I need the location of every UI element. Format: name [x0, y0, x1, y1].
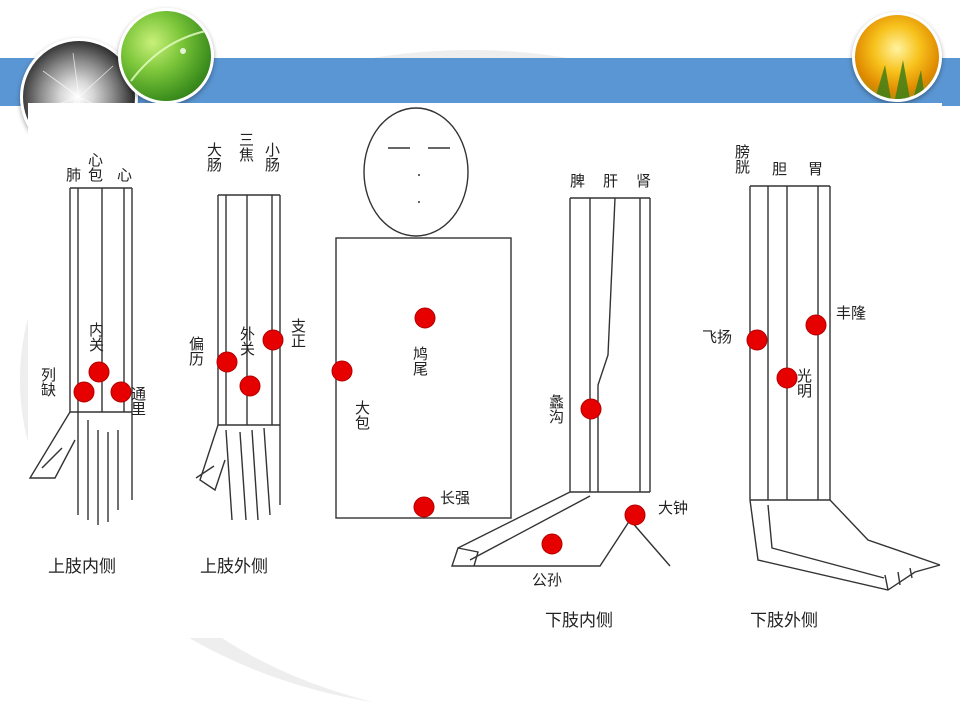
acupoint-gongsun: [541, 533, 563, 555]
acupoint-pianli: [216, 351, 238, 373]
yellow-flower-image: [852, 12, 942, 102]
label-neiguan: 内关: [87, 322, 105, 352]
lower-outer-figure: [749, 185, 941, 591]
acupoint-ligou: [580, 398, 602, 420]
acupoint-feiyang: [746, 329, 768, 351]
acupoint-dazhong: [624, 504, 646, 526]
acupoint-jiuwei: [414, 307, 436, 329]
lower-inner-meridian-kidney: 肾: [636, 172, 651, 190]
upper-inner-meridian-heart: 心: [117, 166, 132, 184]
label-waiguan: 外关: [238, 326, 256, 356]
label-pianli: 偏历: [187, 336, 205, 367]
caption-lower-inner: 下肢内侧: [545, 611, 613, 631]
caption-upper-outer: 上肢外侧: [200, 557, 268, 577]
upper-outer-meridian-large-intestine: 大肠: [205, 142, 223, 173]
label-jiuwei: 鸠尾: [411, 346, 429, 377]
label-guangming: 光明: [795, 368, 813, 399]
upper-outer-meridian-sanjiao: 三焦: [237, 132, 255, 162]
label-fenglong: 丰隆: [836, 304, 866, 322]
acupoint-zhizheng: [262, 329, 284, 351]
label-zhizheng: 支正: [289, 318, 307, 348]
upper-outer-meridian-small-intestine: 小肠: [263, 142, 281, 173]
caption-lower-outer: 下肢外侧: [750, 611, 818, 631]
lower-outer-meridian-gallbladder: 胆: [772, 160, 787, 178]
acupoint-waiguan: [239, 375, 261, 397]
label-ligou: 蠡沟: [547, 394, 565, 425]
green-leaf-image: [118, 8, 214, 104]
acupoint-dabao: [331, 360, 353, 382]
lower-inner-meridian-spleen: 脾: [570, 172, 585, 190]
acupoint-lieque: [73, 381, 95, 403]
label-changqiang: 长强: [440, 489, 470, 507]
lower-outer-meridian-bladder: 膀胱: [733, 144, 751, 175]
label-dabao: 大包: [353, 400, 371, 430]
label-gongsun: 公孙: [532, 571, 562, 589]
caption-upper-inner: 上肢内侧: [48, 557, 116, 577]
lower-outer-meridian-stomach: 胃: [808, 160, 823, 178]
lower-inner-figure: [451, 197, 671, 567]
acupoint-changqiang: [413, 496, 435, 518]
upper-outer-figure: [195, 194, 281, 521]
label-dazhong: 大钟: [658, 499, 688, 517]
acupoint-neiguan: [88, 361, 110, 383]
acupoint-guangming: [776, 367, 798, 389]
acupoint-tongli: [110, 381, 132, 403]
upper-inner-meridian-lung: 肺: [66, 166, 81, 184]
label-feiyang: 飞扬: [702, 328, 732, 346]
leaf-icon: [130, 30, 207, 82]
label-tongli: 通里: [129, 386, 147, 416]
lower-inner-meridian-liver: 肝: [603, 172, 618, 190]
upper-inner-meridian-pericardium: 心包: [86, 152, 104, 182]
acupoint-fenglong: [805, 314, 827, 336]
label-lieque: 列缺: [39, 367, 57, 397]
upper-inner-figure: [28, 187, 133, 525]
